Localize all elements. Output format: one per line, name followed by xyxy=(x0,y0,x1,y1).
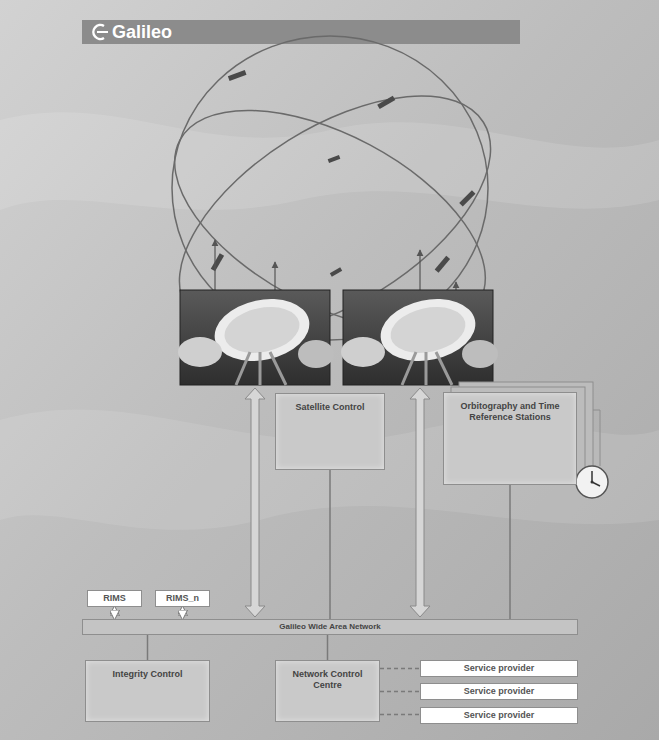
link-arrow xyxy=(245,388,430,617)
connector xyxy=(114,607,116,619)
box-label: RIMS xyxy=(103,593,126,604)
provider-tag: Service provider xyxy=(420,707,578,724)
connector xyxy=(329,470,331,619)
connector xyxy=(147,635,149,660)
control-box: Integrity Control xyxy=(85,660,210,722)
uplink-arrow xyxy=(215,240,456,290)
connector xyxy=(509,485,511,619)
provider-tag: Service provider xyxy=(420,660,578,677)
title-bar xyxy=(82,20,520,44)
connector xyxy=(380,668,420,670)
satellite xyxy=(211,70,476,277)
diagram-title: Galileo xyxy=(112,21,172,43)
box-label: Integrity Control xyxy=(113,669,183,680)
control-box: Satellite Control xyxy=(275,393,385,470)
box-label: Orbitography and Time Reference Stations xyxy=(450,401,570,423)
connector xyxy=(327,635,329,660)
box-label: RIMS_n xyxy=(166,593,199,604)
dish-photo xyxy=(178,290,334,385)
box-label: Service provider xyxy=(464,710,535,721)
clock xyxy=(576,466,608,498)
connector xyxy=(380,714,420,716)
bracket-line xyxy=(593,410,600,466)
station-box: Orbitography and Time Reference Stations xyxy=(443,392,577,485)
network-band: Galileo Wide Area Network xyxy=(82,619,578,635)
dish-photo xyxy=(341,290,498,385)
provider-tag: Service provider xyxy=(420,683,578,700)
box-label: Satellite Control xyxy=(295,402,364,413)
box-label: Service provider xyxy=(464,686,535,697)
connector xyxy=(380,691,420,693)
box-label: Service provider xyxy=(464,663,535,674)
station-tag: RIMS xyxy=(87,590,142,607)
control-box: Network Control Centre xyxy=(275,660,380,722)
station-tag: RIMS_n xyxy=(155,590,210,607)
box-label: Network Control Centre xyxy=(282,669,373,691)
box-label: Galileo Wide Area Network xyxy=(279,622,380,632)
logo xyxy=(97,31,108,33)
connector xyxy=(182,607,184,619)
